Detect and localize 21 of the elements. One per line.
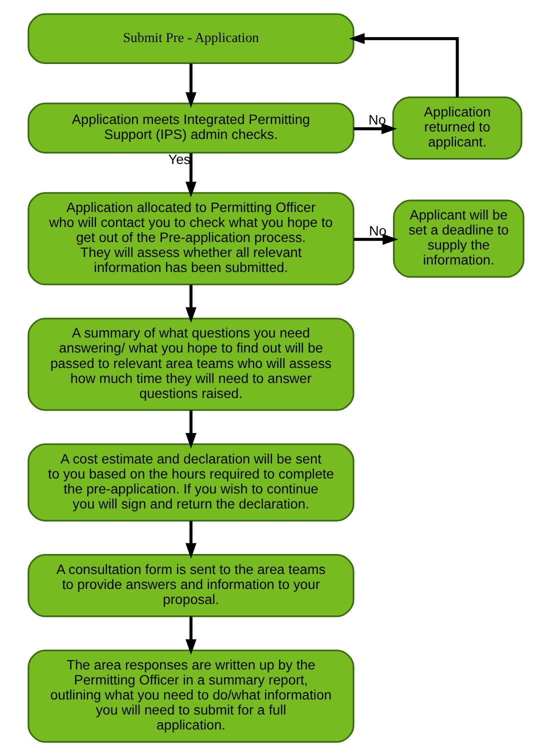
node-box: Application meets Integrated Permitting Support (IPS) admin checks. (28, 102, 354, 154)
edge-label: No (369, 223, 386, 238)
node-box: A cost estimate and declaration will be sent to you based on the hours required to complete the pre-application. If you wish to continue you will sign and return the declaration. (28, 443, 354, 522)
node-box: A summary of what questions you need answering/ what you hope to find out will be passed to relevant area teams who will assess how much time they will need to answer questions raised. (28, 318, 354, 411)
arrow (186, 64, 196, 108)
node-box: Application allocated to Permitting Officer who will contact you to check what you hope to get out of the Pre-application process. They will assess whether all relevant information has been submitted. (28, 192, 354, 286)
node-box: Submit Pre - Application (28, 13, 354, 64)
arrow (186, 153, 196, 198)
arrow (354, 123, 398, 134)
node-box: The area responses are written up by the Permitting Officer in a summary report, outlining what you need to do/what information you will need to submit for a full application. (28, 650, 354, 743)
arrow (186, 616, 196, 655)
arrow (186, 284, 196, 323)
edge-label: Yes (168, 152, 191, 168)
arrow (186, 410, 196, 449)
arrow (354, 234, 398, 245)
arrow (349, 33, 459, 98)
node-box: Application returned to applicant. (392, 96, 522, 160)
edge-label: No (368, 112, 386, 128)
arrow (186, 520, 196, 559)
node-box: Applicant will be set a deadline to supply the information. (392, 200, 524, 278)
node-box: A consultation form is sent to the area teams to provide answers and information to your proposal. (28, 554, 354, 618)
